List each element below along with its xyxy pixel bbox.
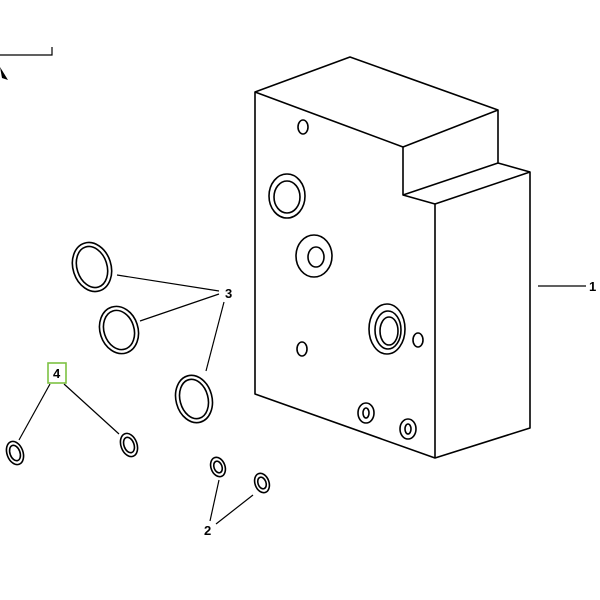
- callout-3: 3: [225, 286, 232, 301]
- o-ring-tiny: [209, 456, 227, 478]
- port-right: [368, 303, 406, 355]
- o-ring-large: [174, 374, 214, 424]
- o-ring-small: [119, 432, 139, 458]
- o-ring-tiny: [253, 472, 271, 494]
- highlight-box: [47, 362, 67, 384]
- frame-corner: [0, 47, 53, 80]
- o-ring-large: [71, 241, 113, 293]
- small-port-right: [399, 418, 417, 440]
- bolt-hole: [412, 332, 424, 348]
- leader-lines: [18, 274, 586, 525]
- port-upper: [268, 173, 306, 219]
- small-port-left: [357, 402, 375, 424]
- callout-1: 1: [589, 279, 596, 294]
- bolt-hole: [296, 341, 308, 357]
- callout-2: 2: [204, 523, 211, 538]
- o-ring-large: [98, 305, 140, 355]
- callout-4: 4: [53, 366, 61, 381]
- callout-4-highlight[interactable]: 4: [47, 362, 67, 384]
- valve-block: [254, 56, 531, 459]
- bolt-hole: [297, 119, 309, 135]
- o-ring-small: [5, 440, 25, 466]
- port-middle: [295, 234, 333, 278]
